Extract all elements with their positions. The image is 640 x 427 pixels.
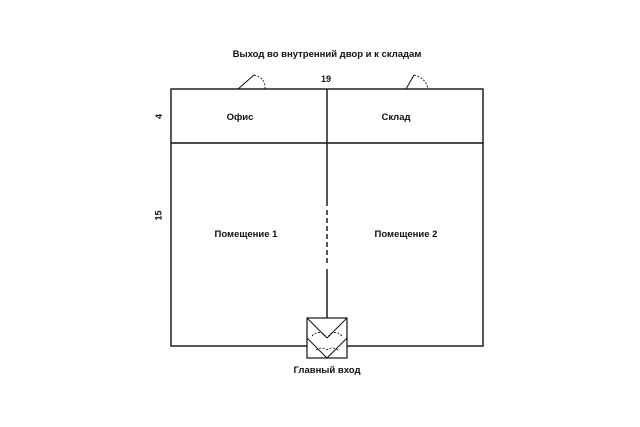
office-room-label: Офис (226, 112, 254, 123)
room1-label: Помещение 1 (214, 229, 278, 240)
room2-label: Помещение 2 (374, 229, 438, 240)
door-swing-icon (237, 74, 266, 90)
office-depth-dimension: 4 (154, 113, 165, 120)
courtyard-exit-caption: Выход во внутренний двор и к складам (232, 49, 422, 60)
main-entrance-caption: Главный вход (293, 365, 361, 376)
double-door-icon (306, 317, 348, 359)
room-depth-dimension: 15 (153, 210, 164, 221)
door-swing-icon (405, 74, 429, 90)
storage-room-label: Склад (381, 112, 411, 123)
width-dimension: 19 (321, 74, 332, 84)
